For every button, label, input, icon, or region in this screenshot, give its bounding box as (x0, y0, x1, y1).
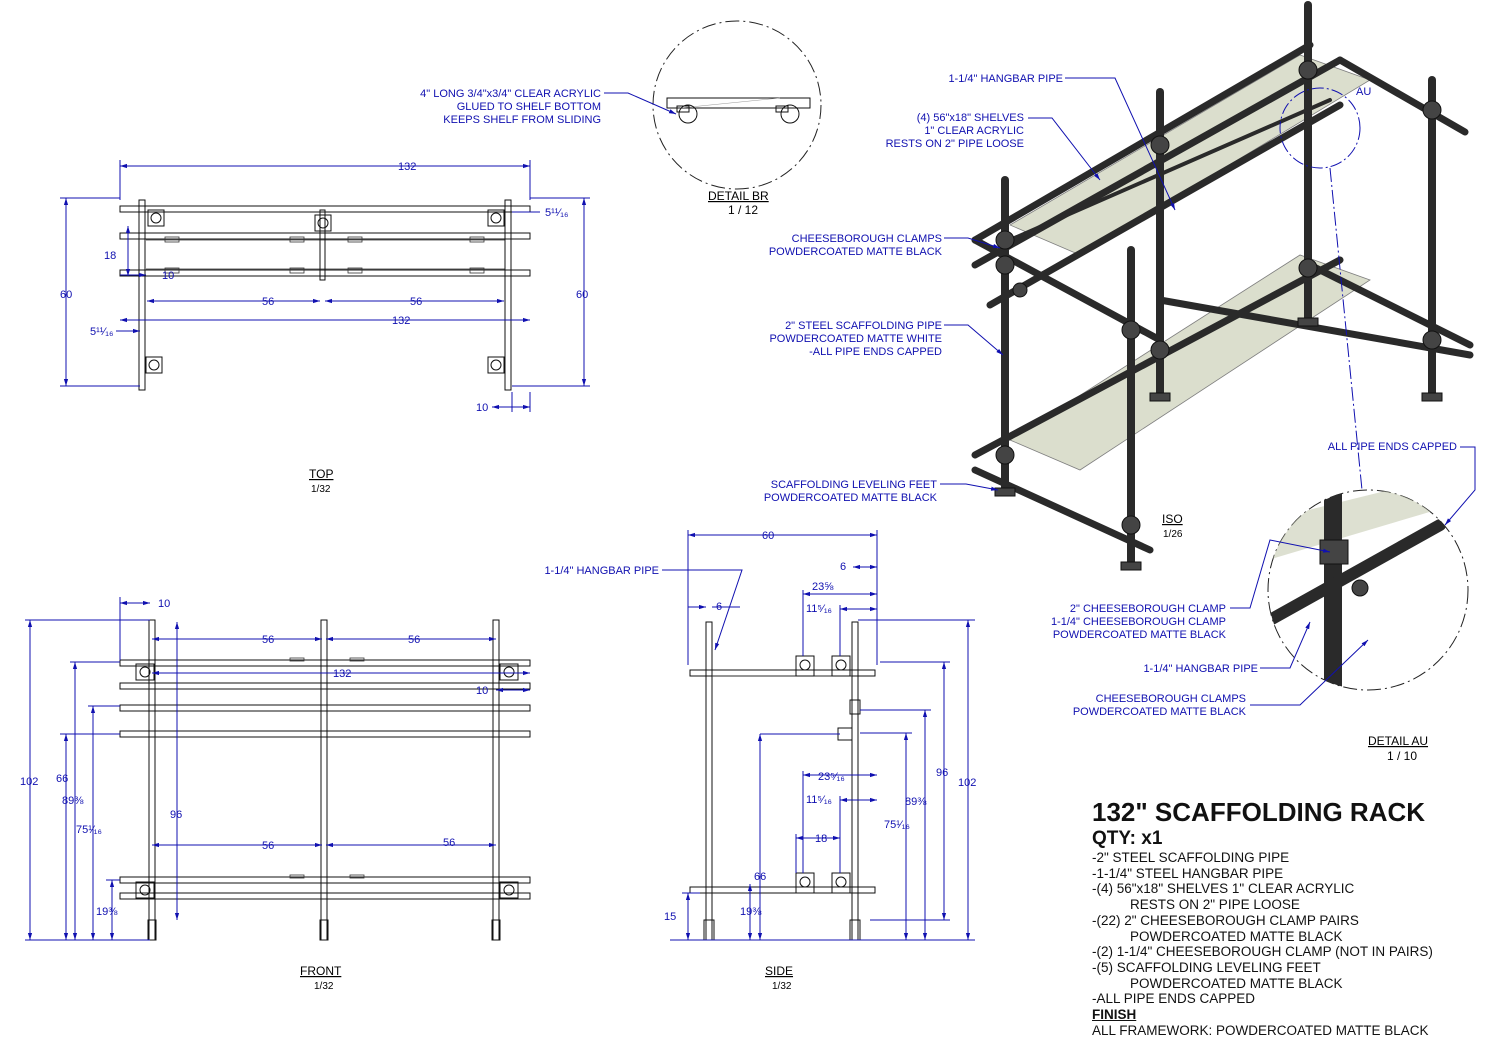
front-view-scale: 1/32 (314, 981, 334, 992)
front-view: 10 56 56 132 10 56 56 102 66 89⅜ 75¹⁄₁₆ … (20, 597, 531, 992)
iso-note-clamps-2: POWDERCOATED MATTE BLACK (769, 246, 943, 258)
iso-view: AU 1-1/4" HANGBAR PIPE (4) 56"x18" SHELV… (764, 1, 1474, 571)
dim-front-132: 132 (333, 668, 351, 680)
dim-top-511b: 5¹¹⁄₁₆ (90, 326, 113, 338)
au-callout-label: AU (1356, 86, 1371, 98)
dim-front-19: 19⅜ (96, 906, 118, 918)
dim-side-89: 89⅜ (905, 796, 927, 808)
spec-item: POWDERCOATED MATTE BLACK (1130, 975, 1343, 991)
spec-item: -(5) SCAFFOLDING LEVELING FEET (1092, 959, 1321, 975)
spec-item: RESTS ON 2" PIPE LOOSE (1130, 897, 1300, 913)
front-view-title: FRONT (300, 964, 342, 978)
dim-top-10a: 10 (162, 270, 174, 282)
top-view-scale: 1/32 (311, 484, 331, 495)
iso-note-shelves-1: (4) 56"x18" SHELVES (917, 112, 1024, 124)
dim-side-66: 66 (754, 871, 766, 883)
au-note-clamp-3: POWDERCOATED MATTE BLACK (1053, 629, 1227, 641)
iso-note-shelves-2: 1" CLEAR ACRYLIC (924, 125, 1024, 137)
spec-block: 132" SCAFFOLDING RACK QTY: x1 -2" STEEL … (1092, 796, 1492, 1038)
au-note-hangbar: 1-1/4" HANGBAR PIPE (1143, 663, 1258, 675)
dim-side-18: 18 (815, 833, 827, 845)
dim-side-23b: 23⁵⁄₁₆ (818, 771, 845, 783)
detail-au: ALL PIPE ENDS CAPPED 2" CHEESEBOROUGH CL… (1051, 441, 1476, 763)
au-note-clamp-2: 1-1/4" CHEESEBOROUGH CLAMP (1051, 616, 1226, 628)
side-view-title: SIDE (765, 964, 793, 978)
iso-note-pipe-3: -ALL PIPE ENDS CAPPED (809, 346, 942, 358)
dim-front-56a: 56 (262, 634, 274, 646)
spec-finish-text: ALL FRAMEWORK: POWDERCOATED MATTE BLACK (1092, 1022, 1429, 1038)
spec-item: -1-1/4" STEEL HANGBAR PIPE (1092, 865, 1284, 881)
spec-qty: QTY: x1 (1092, 828, 1163, 849)
top-view: 132 132 56 56 60 60 18 10 10 5¹¹⁄₁₆ 5¹¹⁄… (60, 160, 590, 495)
dim-side-102: 102 (958, 777, 976, 789)
spec-item: -(2) 1-1/4" CHEESEBOROUGH CLAMP (NOT IN … (1092, 944, 1433, 960)
dim-side-96: 96 (936, 767, 948, 779)
br-note-1: 4" LONG 3/4"x3/4" CLEAR ACRYLIC (420, 88, 601, 100)
iso-note-clamps-1: CHEESEBOROUGH CLAMPS (792, 233, 942, 245)
dim-side-11a: 11⁵⁄₁₆ (806, 603, 832, 615)
detail-au-scale: 1 / 10 (1387, 749, 1417, 763)
dim-top-60l: 60 (60, 289, 72, 301)
iso-view-scale: 1/26 (1163, 529, 1183, 540)
dim-front-75: 75¹⁄₁₆ (76, 824, 102, 836)
detail-br: 4" LONG 3/4"x3/4" CLEAR ACRYLIC GLUED TO… (420, 20, 822, 217)
spec-item: -ALL PIPE ENDS CAPPED (1092, 991, 1256, 1007)
spec-item: POWDERCOATED MATTE BLACK (1130, 928, 1343, 944)
dim-front-96: 96 (170, 809, 182, 821)
spec-item: -(22) 2" CHEESEBOROUGH CLAMP PAIRS (1092, 912, 1359, 928)
dim-side-19: 19⅜ (740, 906, 762, 918)
spec-title: 132" SCAFFOLDING RACK (1092, 797, 1426, 827)
iso-note-pipe-2: POWDERCOATED MATTE WHITE (769, 333, 942, 345)
dim-side-11b: 11⁵⁄₁₆ (806, 794, 832, 806)
detail-br-scale: 1 / 12 (728, 203, 758, 217)
br-note-2: GLUED TO SHELF BOTTOM (457, 101, 601, 113)
dim-side-75: 75¹⁄₁₆ (884, 819, 910, 831)
dim-front-56d: 56 (443, 837, 455, 849)
dim-side-15: 15 (664, 911, 676, 923)
top-view-title: TOP (309, 467, 333, 481)
dim-side-6a: 6 (716, 601, 722, 613)
dim-front-56b: 56 (408, 634, 420, 646)
au-note-capped: ALL PIPE ENDS CAPPED (1328, 441, 1457, 453)
dim-front-56c: 56 (262, 840, 274, 852)
spec-item: -(4) 56"x18" SHELVES 1" CLEAR ACRYLIC (1092, 881, 1355, 897)
dim-front-66: 66 (56, 773, 68, 785)
dim-top-56b: 56 (410, 296, 422, 308)
dim-top-56a: 56 (262, 296, 274, 308)
dim-front-10: 10 (158, 598, 170, 610)
dim-side-60: 60 (762, 530, 774, 542)
dim-top-511a: 5¹¹⁄₁₆ (545, 207, 568, 219)
dim-front-102: 102 (20, 776, 38, 788)
detail-br-title: DETAIL BR (708, 189, 769, 203)
au-note-clamp-1: 2" CHEESEBOROUGH CLAMP (1070, 603, 1226, 615)
side-view-scale: 1/32 (772, 981, 792, 992)
side-note-hangbar: 1-1/4" HANGBAR PIPE (544, 565, 659, 577)
iso-note-feet-1: SCAFFOLDING LEVELING FEET (771, 479, 938, 491)
dim-top-10b: 10 (476, 402, 488, 414)
dim-top-60r: 60 (576, 289, 588, 301)
spec-item: -2" STEEL SCAFFOLDING PIPE (1092, 850, 1290, 865)
iso-note-hangbar: 1-1/4" HANGBAR PIPE (948, 73, 1063, 85)
detail-au-title: DETAIL AU (1368, 734, 1428, 748)
dim-side-6b: 6 (840, 561, 846, 573)
dim-top-18: 18 (104, 250, 116, 262)
dim-front-10b: 10 (476, 685, 488, 697)
iso-view-title: ISO (1162, 512, 1183, 526)
dim-side-23a: 23⅝ (812, 581, 834, 593)
iso-note-shelves-3: RESTS ON 2" PIPE LOOSE (886, 138, 1024, 150)
au-note-clamps-2: POWDERCOATED MATTE BLACK (1073, 706, 1247, 718)
side-view: 1-1/4" HANGBAR PIPE 60 6 6 23⅝ 11⁵⁄₁₆ 23… (544, 530, 976, 992)
dim-top-inner: 132 (392, 315, 410, 327)
dim-front-89: 89⅜ (62, 795, 84, 807)
spec-finish-label: FINISH (1092, 1007, 1137, 1023)
au-note-clamps-1: CHEESEBOROUGH CLAMPS (1096, 693, 1246, 705)
iso-note-pipe-1: 2" STEEL SCAFFOLDING PIPE (785, 320, 942, 332)
dim-top-overall: 132 (398, 161, 416, 173)
iso-note-feet-2: POWDERCOATED MATTE BLACK (764, 492, 938, 504)
br-note-3: KEEPS SHELF FROM SLIDING (443, 114, 601, 126)
